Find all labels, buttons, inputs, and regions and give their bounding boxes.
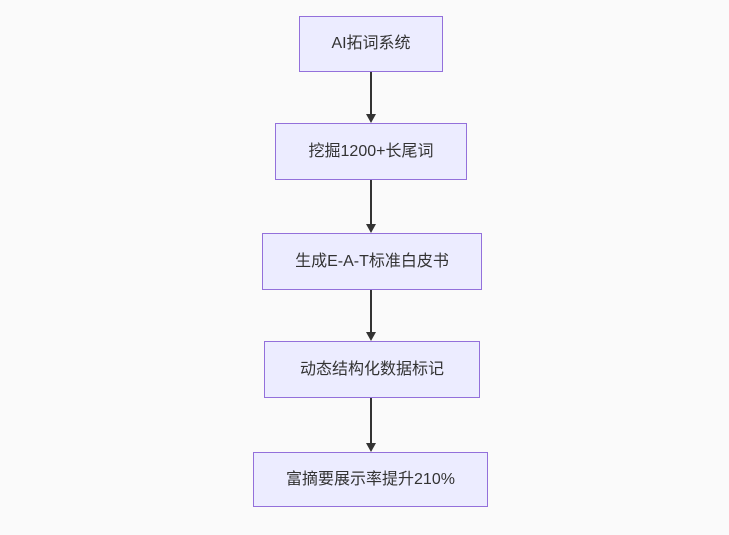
flowchart-edge-3 <box>360 290 382 341</box>
flowchart-node-structured-data: 动态结构化数据标记 <box>264 341 480 398</box>
flowchart-edge-2 <box>360 180 382 233</box>
arrow-line <box>370 180 372 225</box>
node-label: AI拓词系统 <box>331 35 411 53</box>
arrow-line <box>370 290 372 333</box>
arrow-down-icon <box>366 443 376 452</box>
flowchart-node-longtail-mining: 挖掘1200+长尾词 <box>275 123 467 180</box>
flowchart-node-ai-system: AI拓词系统 <box>299 16 443 72</box>
arrow-down-icon <box>366 224 376 233</box>
arrow-line <box>370 398 372 444</box>
arrow-down-icon <box>366 332 376 341</box>
arrow-down-icon <box>366 114 376 123</box>
node-label: 富摘要展示率提升210% <box>286 470 455 488</box>
flowchart-node-eat-whitepaper: 生成E-A-T标准白皮书 <box>262 233 482 290</box>
flowchart-edge-1 <box>360 72 382 123</box>
node-label: 生成E-A-T标准白皮书 <box>295 252 449 270</box>
node-label: 挖掘1200+长尾词 <box>308 142 434 160</box>
flowchart-edge-4 <box>360 398 382 452</box>
arrow-line <box>370 72 372 115</box>
flowchart-node-rich-snippet-result: 富摘要展示率提升210% <box>253 452 488 507</box>
node-label: 动态结构化数据标记 <box>299 360 444 378</box>
